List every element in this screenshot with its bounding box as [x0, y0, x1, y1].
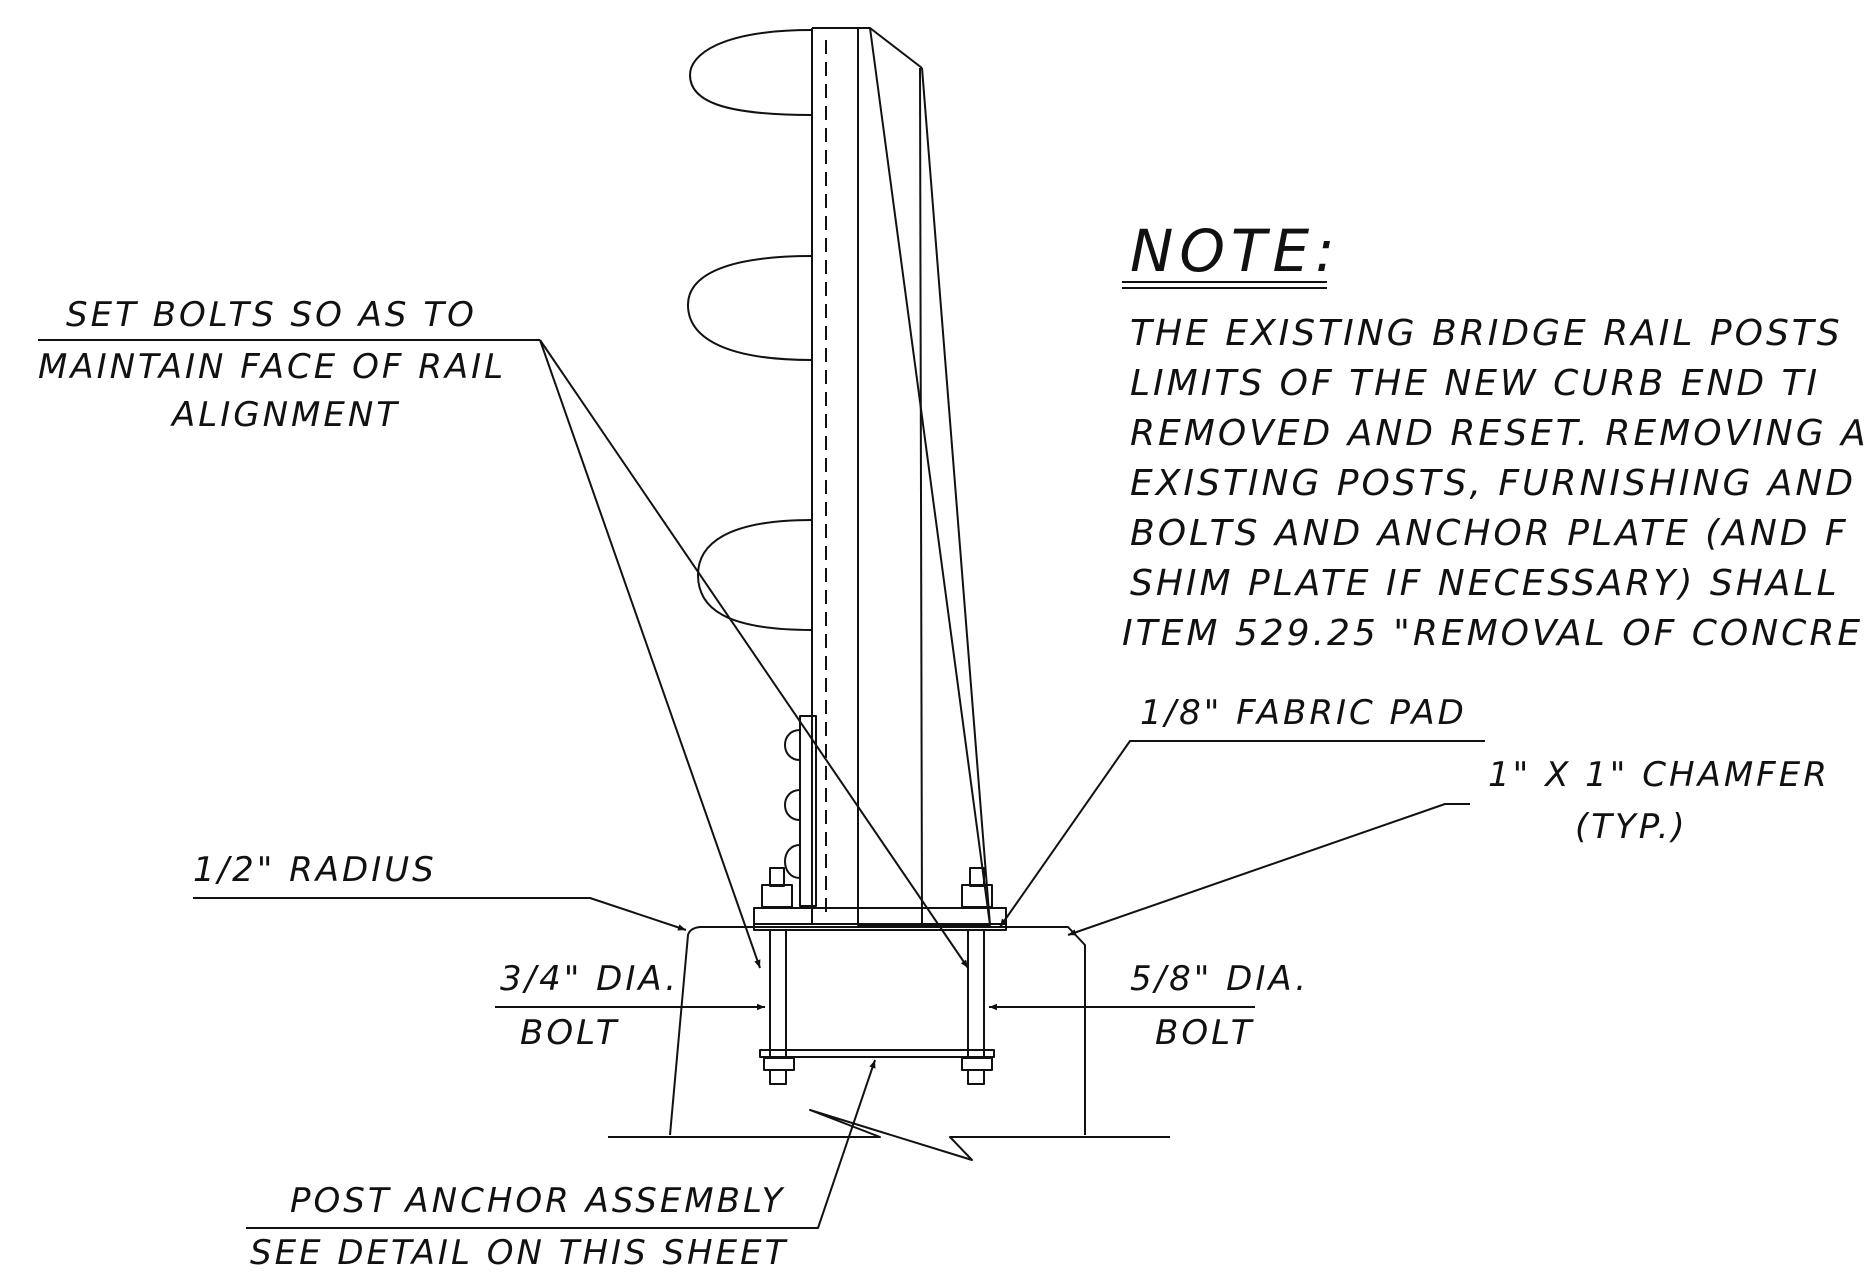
- bridge-rail-post-detail-drawing: [38, 27, 1485, 1229]
- anchor-bolt-left: [769, 929, 787, 1059]
- leader-radius: [193, 897, 687, 931]
- note-title: NOTE:: [1130, 217, 1341, 285]
- set-bolts-label-line-3: ALIGNMENT: [172, 395, 401, 435]
- rail-splice-plate: [799, 715, 817, 907]
- bolt-34-label-line-1: 3/4" DIA.: [500, 959, 680, 999]
- break-line: [608, 1109, 1170, 1161]
- note-title-underline-1: [1122, 281, 1327, 283]
- note-line: REMOVED AND RESET. REMOVING A: [1130, 413, 1869, 454]
- concrete-curb: [669, 926, 1086, 1136]
- rail-bolt-2: [784, 789, 801, 821]
- base-plate: [753, 907, 1007, 925]
- note-line: ITEM 529.25 "REMOVAL OF CONCRE: [1122, 613, 1864, 654]
- anchor-label-line-1: POST ANCHOR ASSEMBLY: [290, 1181, 786, 1221]
- rail-oval-top: [689, 29, 813, 116]
- note-line: SHIM PLATE IF NECESSARY) SHALL: [1130, 563, 1840, 604]
- note-line: THE EXISTING BRIDGE RAIL POSTS: [1130, 313, 1843, 354]
- note-line: LIMITS OF THE NEW CURB END TI: [1130, 363, 1821, 404]
- fabric-pad-label: 1/8" FABRIC PAD: [1140, 693, 1467, 733]
- set-bolts-label-line-1: SET BOLTS SO AS TO: [66, 295, 477, 335]
- leader-fabric-pad: [999, 740, 1485, 928]
- set-bolts-label-line-2: MAINTAIN FACE OF RAIL: [38, 347, 507, 387]
- bolt-58-label-line-1: 5/8" DIA.: [1130, 959, 1310, 999]
- bolt-34-label-line-2: BOLT: [520, 1013, 620, 1053]
- radius-label: 1/2" RADIUS: [193, 850, 437, 890]
- anchor-plate: [759, 1049, 995, 1058]
- post-outline: [812, 27, 991, 926]
- leader-anchor: [246, 1059, 876, 1229]
- rail-bolt-3: [784, 844, 801, 879]
- note-line: EXISTING POSTS, FURNISHING AND: [1130, 463, 1857, 504]
- leader-set-bolts-2: [539, 339, 969, 969]
- rail-bolt-1: [784, 729, 801, 761]
- bolt-58-label-line-2: BOLT: [1155, 1013, 1255, 1053]
- chamfer-label-line-1: 1" X 1" CHAMFER: [1488, 755, 1830, 795]
- chamfer-label-line-2: (TYP.): [1575, 807, 1688, 847]
- nut-left-top: [761, 884, 793, 908]
- anchor-bolt-right: [967, 929, 985, 1059]
- note-line: BOLTS AND ANCHOR PLATE (AND F: [1130, 513, 1849, 554]
- leader-chamfer: [1067, 803, 1470, 936]
- leader-set-bolts-1: [539, 339, 761, 969]
- note-title-underline-2: [1122, 287, 1327, 289]
- rail-oval-lower: [697, 519, 813, 631]
- anchor-label-line-2: SEE DETAIL ON THIS SHEET: [250, 1233, 789, 1273]
- rail-oval-middle: [687, 255, 813, 361]
